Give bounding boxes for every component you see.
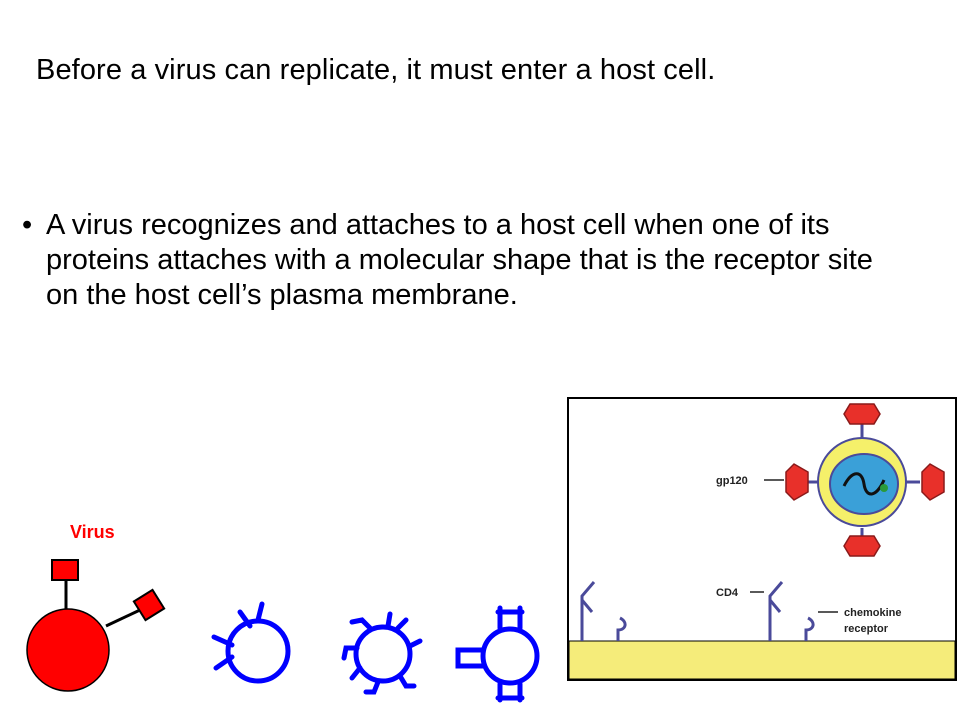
gp120-knob-bottom (843, 535, 881, 557)
viral-enzyme (880, 484, 888, 492)
host-membrane (568, 640, 956, 680)
cd4-receptor-right (768, 581, 784, 641)
membrane-receptors (580, 581, 815, 641)
virus-illustration (26, 559, 166, 692)
hiv-attachment-diagram: gp120 CD4 chemokine receptor (567, 397, 957, 681)
label-receptor: receptor (844, 623, 889, 635)
bullet-symbol: • (22, 209, 33, 241)
host-cell-1 (211, 601, 291, 684)
virus-label: Virus (70, 522, 115, 542)
host-cell-2 (341, 611, 423, 695)
label-leaders (750, 479, 838, 613)
virus-protein-stalk-right (105, 608, 141, 628)
gp120-knob-right (921, 463, 945, 501)
label-chemokine: chemokine (844, 607, 901, 619)
virus-protein-right (132, 588, 166, 622)
diagram-frame (567, 397, 957, 681)
label-cd4: CD4 (716, 587, 739, 599)
slide-title: Before a virus can replicate, it must en… (36, 54, 716, 86)
gp120-knob-top (843, 403, 881, 425)
gp120-knob-left (785, 463, 809, 501)
bullet-text: A virus recognizes and attaches to a hos… (46, 209, 873, 311)
cd4-receptor-left (580, 581, 596, 641)
host-cell-3 (455, 605, 540, 703)
host-cell-receptors (211, 601, 540, 703)
chemokine-receptor-right (804, 616, 815, 641)
label-gp120: gp120 (716, 475, 748, 487)
chemokine-receptor-left (616, 616, 627, 641)
gp120-knobs (785, 403, 945, 557)
virus-protein-top (51, 559, 79, 581)
viral-rna (842, 472, 886, 496)
virus-body (26, 608, 110, 692)
